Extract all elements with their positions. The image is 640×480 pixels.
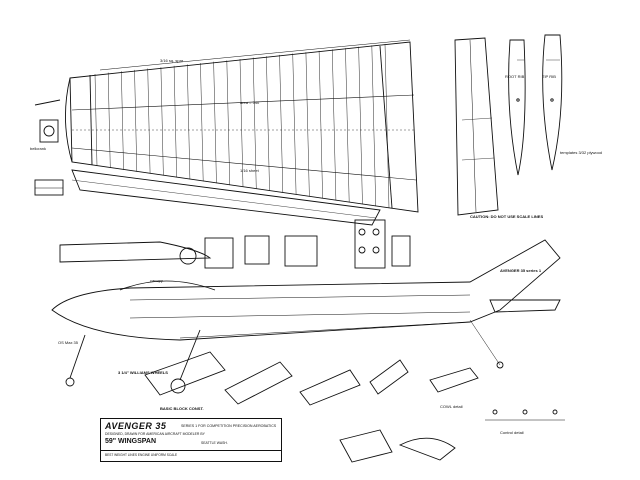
wing-rib — [213, 61, 217, 184]
small-parts — [59, 219, 411, 269]
wing-rib — [358, 46, 363, 205]
label-root-rib: ROOT RIB — [505, 74, 525, 79]
wing-rib — [121, 71, 124, 170]
label-tip-rib: TIP RIB — [542, 74, 556, 79]
bellcrank-detail — [34, 99, 64, 196]
wing-planform — [65, 39, 419, 213]
label-wing-sheet: 1/16 sheet — [240, 168, 259, 173]
label-fin-series: AVENGER 35 series 1 — [500, 268, 542, 273]
wing-rib — [200, 63, 204, 182]
wing-rib — [239, 58, 244, 188]
wing-rib — [147, 68, 151, 174]
wing-rib — [332, 49, 337, 201]
wing-rib — [226, 60, 230, 186]
title-location: SEATTLE WASH. — [201, 441, 228, 445]
wing-rib — [160, 67, 164, 176]
wing-rib — [173, 65, 177, 178]
wing-rib — [345, 48, 350, 203]
title-weight-line: BEST WEIGHT LINES ENGINE UNIFORM SCALE — [105, 453, 178, 457]
wing-rib — [371, 45, 376, 207]
flap — [71, 169, 381, 226]
fuselage-side — [51, 239, 561, 369]
title-designer: DESIGNED, DRAWN FOR AMERICAN AIRCRAFT MO… — [105, 432, 205, 436]
landing-gear — [65, 329, 201, 394]
label-control-detail: Control detail — [500, 430, 524, 435]
label-basic-block: BASIC BLOCK CONST. — [160, 406, 204, 411]
wing-rib — [134, 69, 138, 172]
wing-rib — [94, 73, 98, 167]
title-block: AVENGER 35 SERIES 1 FOR COMPETITION PREC… — [100, 418, 282, 462]
label-wing-area: area = 540 — [240, 100, 260, 105]
construction-sketches — [144, 351, 565, 463]
wing-rib — [292, 53, 297, 195]
wing-rib — [252, 57, 257, 189]
title-model: AVENGER 35 — [105, 421, 167, 431]
wing-rib — [305, 52, 310, 197]
title-divider — [101, 450, 281, 451]
label-template: templates 3/32 plywood — [560, 150, 603, 155]
label-canopy: canopy — [150, 278, 163, 283]
title-wingspan: 59" WINGSPAN — [105, 438, 157, 445]
templates — [508, 34, 563, 176]
label-cowl-detail: COWL detail — [440, 404, 463, 409]
vertical-fin — [454, 37, 499, 216]
label-bellcrank: bellcrank — [30, 146, 47, 151]
wing-rib — [187, 64, 191, 180]
wing-rib — [107, 72, 111, 168]
label-engine: OS Max 35 — [58, 340, 79, 345]
wing-rib — [279, 54, 284, 193]
label-caution: CAUTION: DO NOT USE SCALE LINES — [470, 214, 544, 219]
wing-rib — [318, 50, 323, 199]
title-series: SERIES 1 FOR COMPETITION PRECISION AEROB… — [181, 424, 277, 428]
label-spar: 3/16 sq. spar — [160, 58, 184, 63]
wing-rib — [266, 56, 270, 191]
label-wheels: 3 1/4" WILLIAMS WHEELS — [118, 370, 168, 375]
wing-rib — [384, 43, 390, 209]
